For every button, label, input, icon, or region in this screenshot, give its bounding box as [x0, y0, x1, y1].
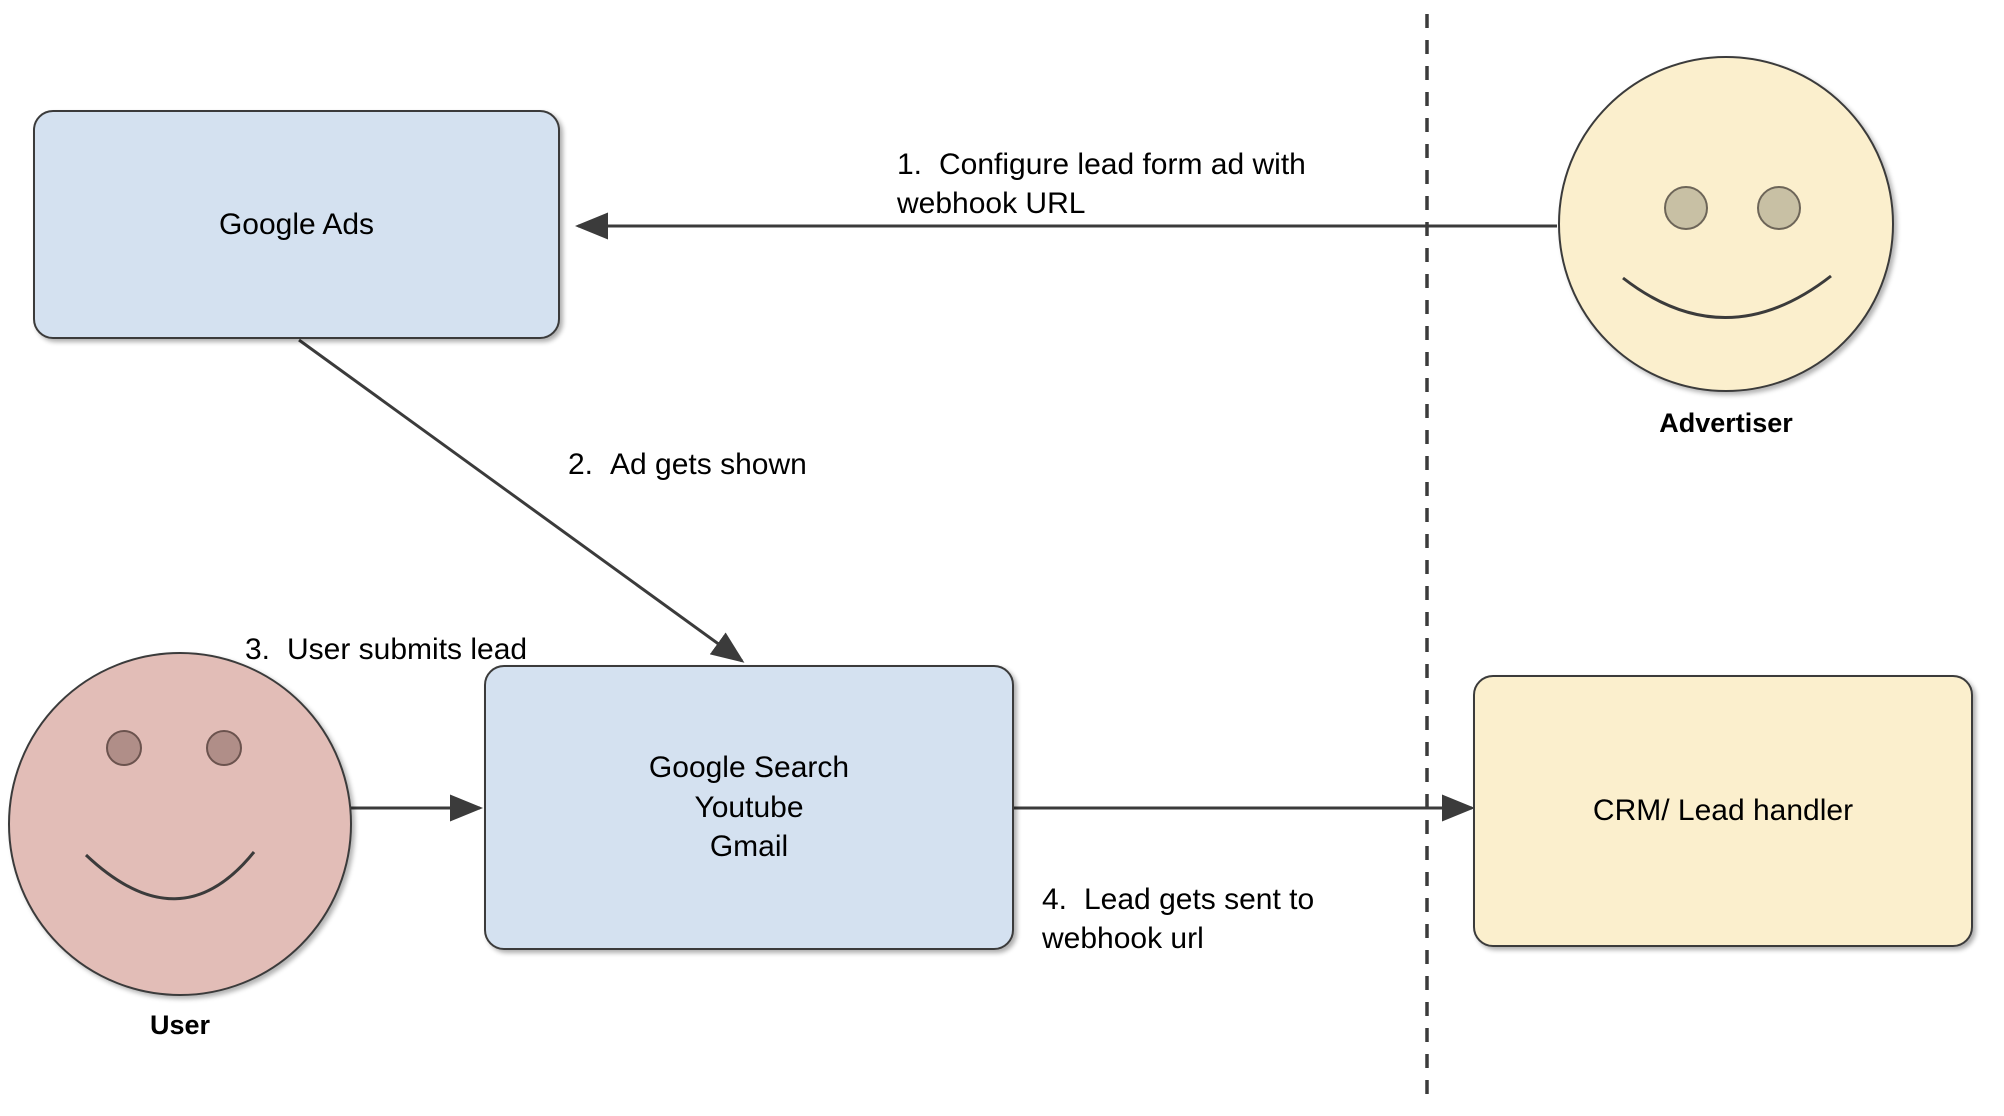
step-4-number: 4.	[1042, 882, 1068, 916]
advertiser-left-eye-icon	[1664, 186, 1708, 230]
node-google-ads-label: Google Ads	[218, 207, 375, 241]
actor-advertiser-label: Advertiser	[1659, 408, 1793, 438]
step-4-text: Lead gets sent to webhook url	[1042, 882, 1315, 956]
step-4-caption: 4.Lead gets sent to webhook url	[1042, 840, 1462, 959]
actor-user[interactable]: User	[8, 652, 352, 1040]
step-3-number: 3.	[245, 632, 271, 666]
step-1-text: Configure lead form ad with webhook URL	[897, 147, 1306, 221]
node-crm-lead-handler[interactable]: CRM/ Lead handler	[1473, 675, 1973, 947]
user-right-eye-icon	[206, 730, 242, 766]
node-google-properties[interactable]: Google Search Youtube Gmail	[484, 665, 1014, 950]
user-left-eye-icon	[106, 730, 142, 766]
user-smile-icon	[84, 851, 256, 901]
step-1-caption: 1.Configure lead form ad with webhook UR…	[897, 105, 1417, 224]
advertiser-face-icon	[1558, 56, 1894, 392]
step-3-caption: 3. User submits lead	[245, 590, 665, 669]
step-2-text: Ad gets shown	[610, 447, 807, 481]
step-2-number: 2.	[568, 447, 594, 481]
advertiser-smile-icon	[1622, 274, 1832, 319]
step-2-caption: 2. Ad gets shown	[568, 405, 988, 484]
actor-user-label: User	[149, 1010, 211, 1040]
user-face-icon	[8, 652, 352, 996]
node-google-properties-label: Google Search Youtube Gmail	[648, 751, 850, 864]
actor-advertiser[interactable]: Advertiser	[1558, 56, 1894, 438]
advertiser-right-eye-icon	[1757, 186, 1801, 230]
node-crm-lead-handler-label: CRM/ Lead handler	[1592, 794, 1854, 828]
step-3-text: User submits lead	[287, 632, 528, 666]
node-google-ads[interactable]: Google Ads	[33, 110, 560, 339]
step-1-number: 1.	[897, 147, 923, 181]
